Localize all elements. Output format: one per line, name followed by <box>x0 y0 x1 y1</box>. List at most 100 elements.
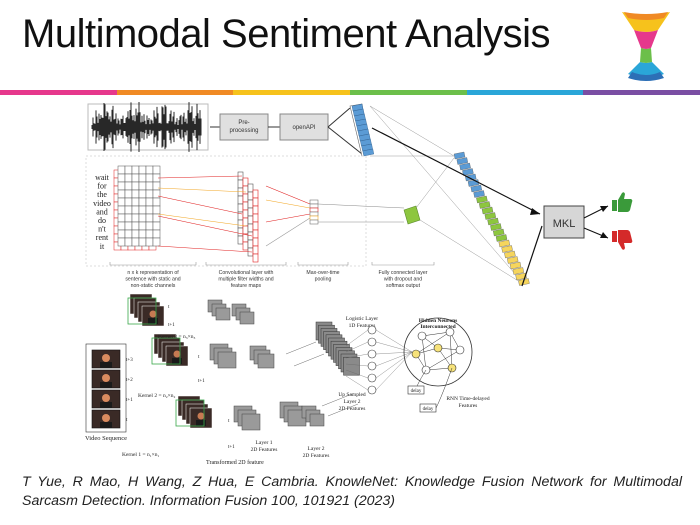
funnel-logo-icon <box>622 12 670 81</box>
matrix-cell <box>138 197 147 207</box>
logistic-neuron <box>367 373 377 383</box>
matrix-cell <box>117 221 126 231</box>
video-connection-line <box>285 341 317 355</box>
conv-cell <box>247 215 254 225</box>
conv-cell <box>252 245 259 255</box>
pool-cell <box>309 199 319 205</box>
fused-vector-cell <box>464 173 477 182</box>
body-shape <box>172 358 182 364</box>
conv-cell <box>242 217 249 227</box>
gray-feature-map <box>257 353 275 369</box>
conv-cell <box>252 221 259 231</box>
video-connection-line <box>293 353 325 367</box>
rnn-neuron <box>417 331 427 341</box>
matrix-cell <box>131 173 140 183</box>
fused-vector-cell <box>459 162 471 171</box>
body-shape <box>100 422 112 428</box>
conv-cell <box>247 223 254 233</box>
delay-box-1 <box>407 385 425 395</box>
matrix-cell <box>131 181 140 191</box>
kernel-frame-stacks <box>127 293 213 429</box>
sentence-word: do <box>98 216 106 225</box>
audio-feature-vector <box>351 103 375 157</box>
matrix-cell <box>145 165 154 175</box>
thumbs-up-icon <box>612 192 633 212</box>
frame-time-label: t+1 <box>126 398 133 403</box>
neuron-link <box>375 351 413 367</box>
time-label: t+1 <box>168 323 175 328</box>
rnn-neuron <box>445 327 455 337</box>
fused-vector-cell <box>473 190 485 198</box>
logistic-neuron <box>367 385 377 395</box>
rnn-neuron <box>433 343 443 353</box>
audio-waveform <box>91 101 202 153</box>
sentence-word: for <box>97 182 107 191</box>
fused-vector-cell <box>462 168 474 176</box>
pool-cell <box>309 211 319 217</box>
hidden-neurons-circle <box>403 317 473 387</box>
neuron-link <box>345 375 369 391</box>
gray-feature-maps <box>207 299 360 431</box>
matrix-cell <box>124 165 133 175</box>
matrix-cell <box>124 189 133 199</box>
fused-vector-cell <box>470 184 483 193</box>
sentence-word: rent <box>96 233 109 242</box>
conv-cell <box>252 253 259 263</box>
time-label: t <box>198 355 200 360</box>
kernel-1-label: Kernel 1 = n₁×n₁ <box>122 452 159 458</box>
neuron-link <box>375 329 413 353</box>
sentence-word: n't <box>98 225 106 234</box>
matrix-cell <box>124 181 133 191</box>
matrix-cell <box>117 181 126 191</box>
delay-label: delay <box>411 389 422 394</box>
sentence-word: and <box>96 207 108 216</box>
rnn-edge <box>425 367 453 371</box>
fused-vector-cell <box>512 267 525 275</box>
rnn-network <box>411 327 465 409</box>
face-shape <box>102 374 110 382</box>
fused-vector-cell <box>506 256 519 264</box>
fused-vector-cell <box>504 250 516 259</box>
conv-cell <box>247 239 254 249</box>
accent-stripe <box>466 90 584 95</box>
gray-feature-map <box>215 307 231 321</box>
conv-cell <box>242 241 249 251</box>
sentence-word: video <box>93 199 111 208</box>
body-shape <box>100 402 112 408</box>
pool-cell <box>309 207 319 213</box>
matrix-cell <box>117 237 126 247</box>
fused-vector-cell <box>501 245 513 253</box>
matrix-cell <box>138 221 147 231</box>
matrix-cell <box>152 189 161 199</box>
matrix-cell <box>131 237 140 247</box>
fused-vector-cell <box>490 223 502 231</box>
conv-cell <box>252 213 259 223</box>
matrix-cell <box>117 173 126 183</box>
max-pooling-vector <box>309 199 319 225</box>
conv-cell <box>237 219 244 229</box>
conv-cell <box>242 201 249 211</box>
delay-loop <box>435 367 453 409</box>
fused-vector-cell <box>495 234 508 242</box>
delay-label: delay <box>423 407 434 412</box>
sentence-matrix <box>113 165 161 251</box>
matrix-cell <box>124 229 133 239</box>
conv-cell <box>242 185 249 195</box>
frame-time-label: t+3 <box>126 358 133 363</box>
preprocessing-label: Pre-processing <box>229 120 258 134</box>
citation: T Yue, R Mao, H Wang, Z Hua, E Cambria. … <box>22 474 682 509</box>
rnn-neuron <box>411 349 421 359</box>
sentence-word: wait <box>95 173 110 182</box>
matrix-cell <box>124 237 133 247</box>
kernel-window <box>151 337 181 365</box>
matrix-cell <box>131 221 140 231</box>
rnn-neuron <box>455 345 465 355</box>
rnn-edge <box>415 331 451 355</box>
matrix-cell <box>131 165 140 175</box>
